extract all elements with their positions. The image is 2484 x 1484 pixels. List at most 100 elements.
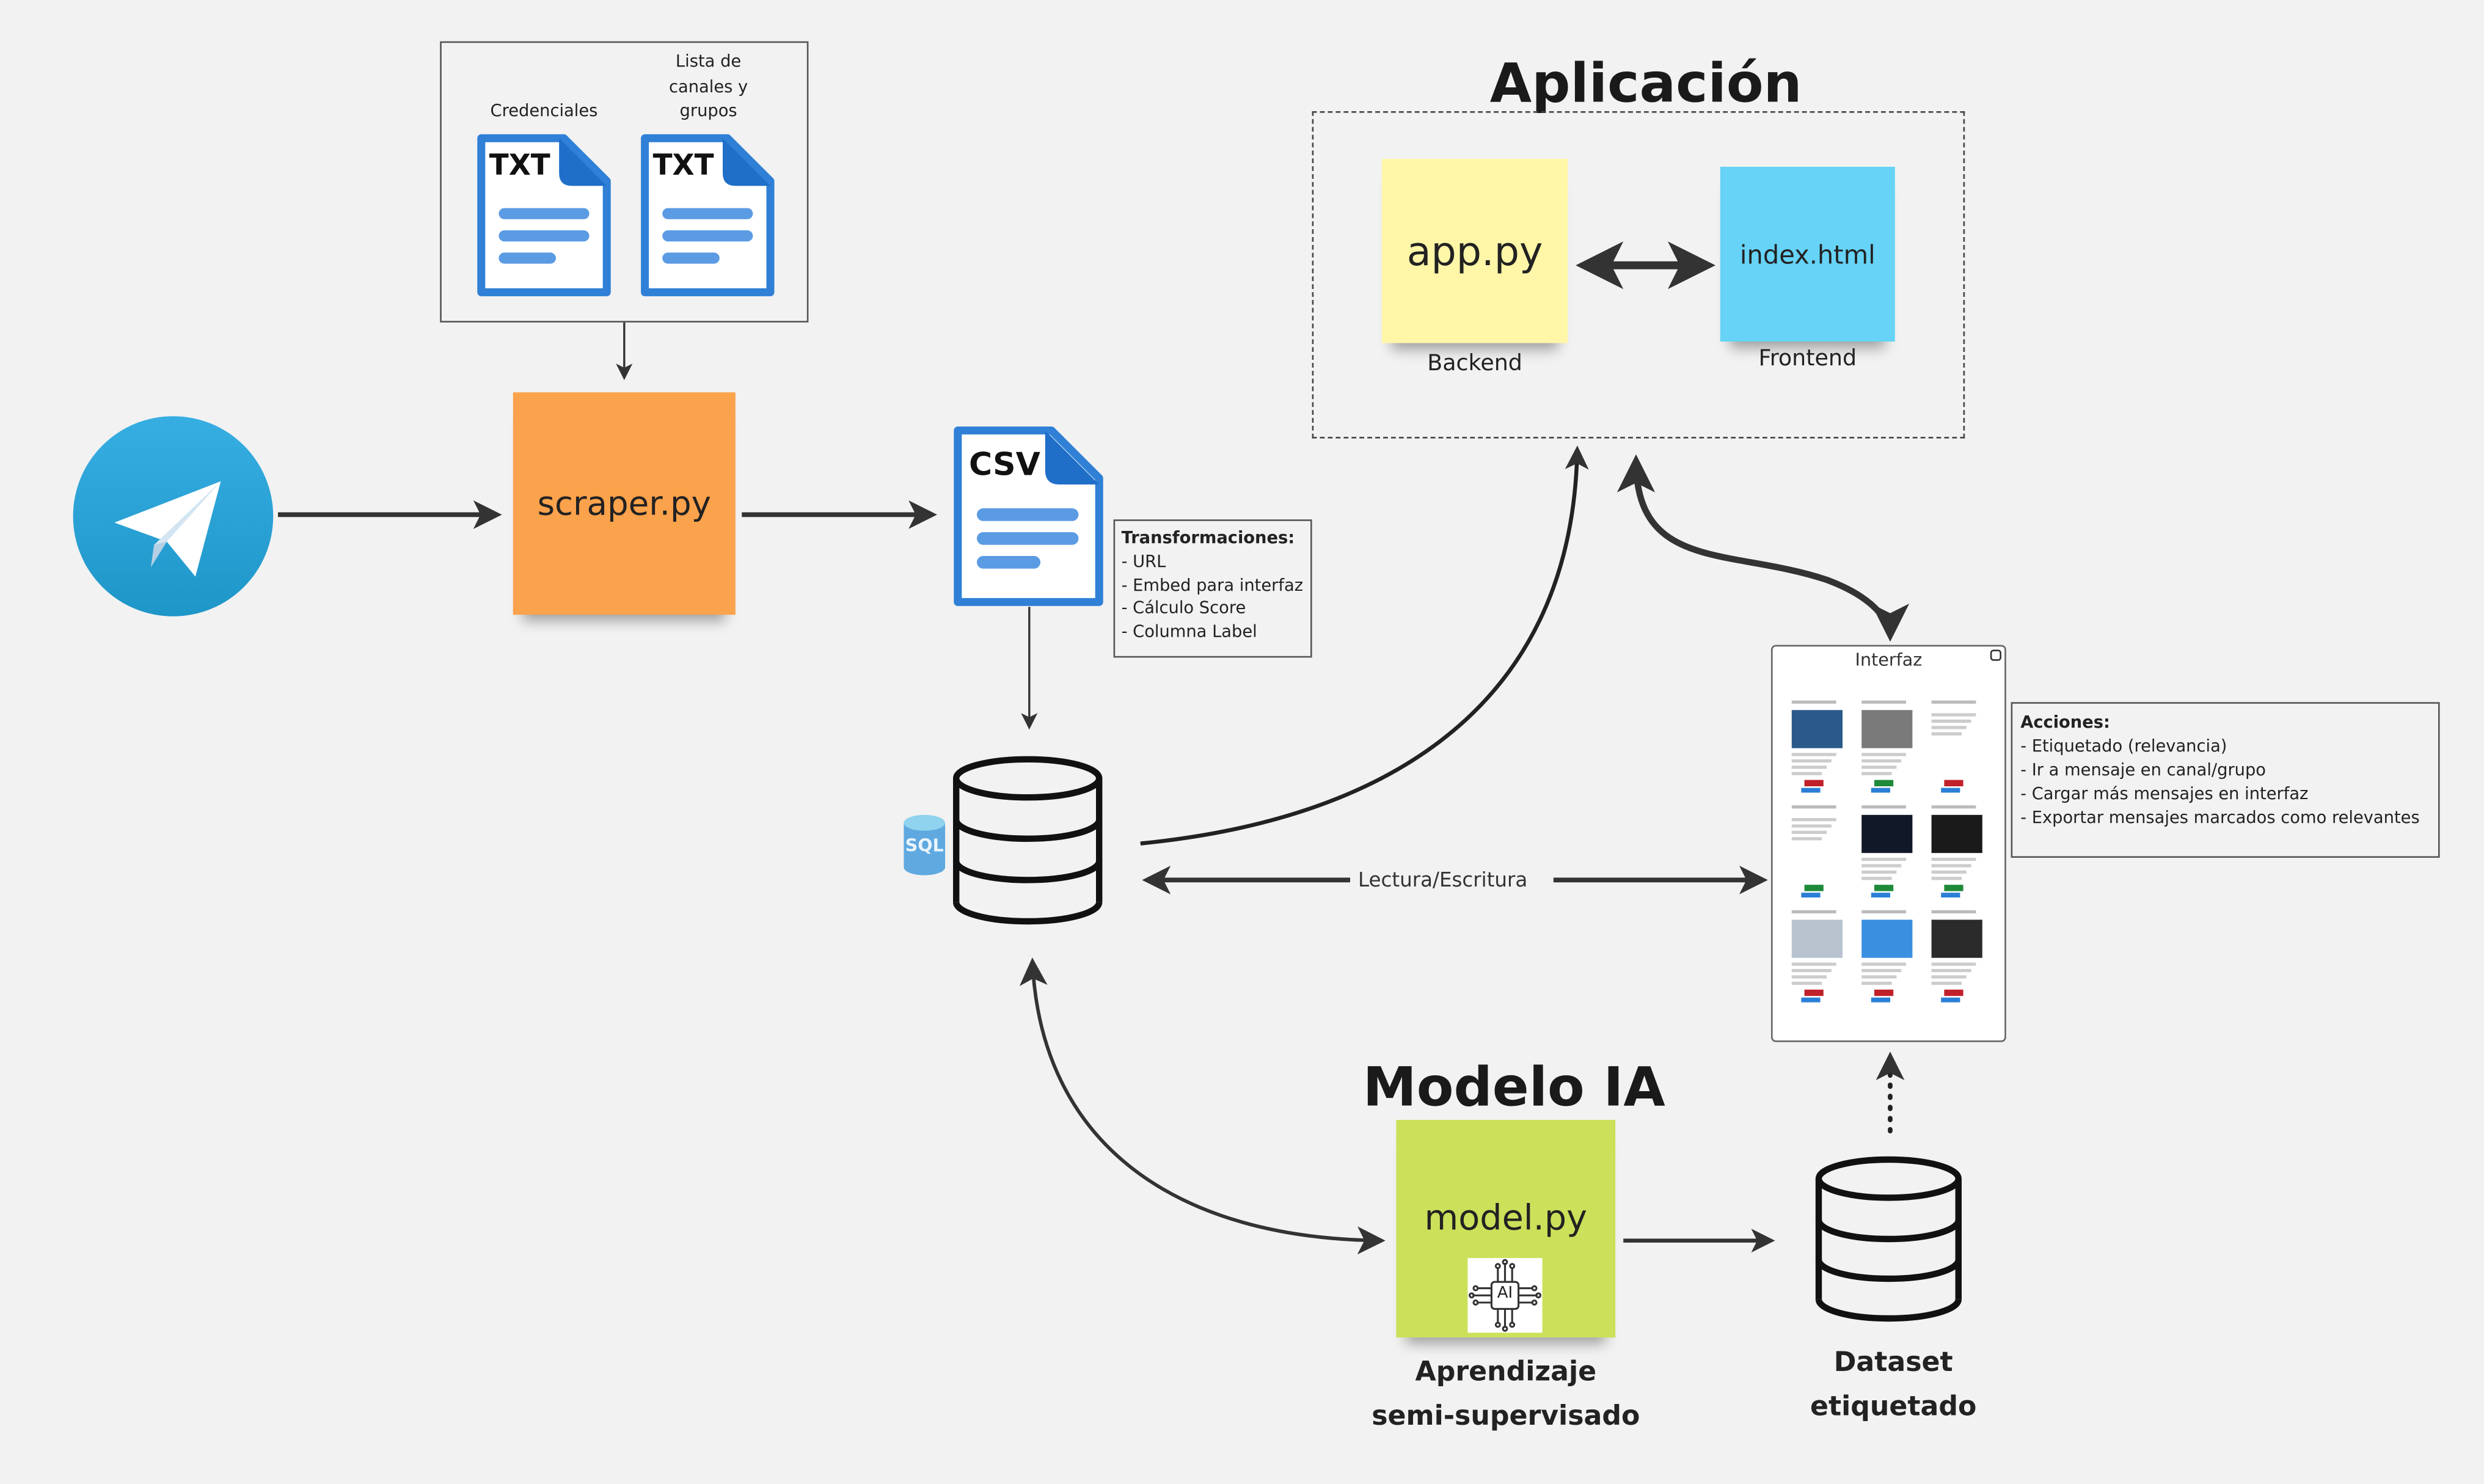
thumbnail-open-button xyxy=(1801,997,1821,1003)
thumbnail-open-button xyxy=(1801,893,1821,897)
application-title: Aplicación xyxy=(1489,52,1802,116)
thumbnail-text-line xyxy=(1861,766,1897,769)
thumbnail-text-line xyxy=(1861,962,1906,965)
scraper-sticky[interactable]: scraper.py xyxy=(513,392,736,615)
expand-icon xyxy=(1990,649,2001,661)
thumbnail-text-line xyxy=(1931,732,1962,735)
action-item: - Cargar más mensajes en interfaz xyxy=(2020,784,2309,804)
thumbnail-open-button xyxy=(1941,997,1960,1003)
thumbnail-text-line xyxy=(1791,830,1827,833)
interface-thumbnail-card xyxy=(1928,700,1989,796)
caption-line: canales y xyxy=(668,77,748,97)
model-caption: Aprendizaje semi-supervisado xyxy=(1347,1350,1665,1439)
model-label: model.py xyxy=(1424,1199,1588,1239)
thumbnail-text-line xyxy=(1931,719,1971,722)
transformation-item: - Columna Label xyxy=(1121,623,1257,642)
read-write-label: Lectura/Escritura xyxy=(1358,867,1528,891)
transformation-item: - Cálculo Score xyxy=(1121,599,1246,619)
interface-thumbnail-card xyxy=(1928,805,1989,901)
txt-file-icon: TXT xyxy=(477,133,612,297)
thumbnail-text-line xyxy=(1931,969,1971,971)
sql-badge-icon: SQL xyxy=(900,813,948,877)
thumbnail-text-line xyxy=(1791,759,1832,762)
model-title: Modelo IA xyxy=(1362,1056,1665,1120)
sql-badge-label: SQL xyxy=(905,835,944,857)
caption-line: Aprendizaje xyxy=(1415,1356,1597,1389)
thumbnail-text-line xyxy=(1861,864,1902,867)
thumbnail-text-line xyxy=(1861,975,1897,978)
thumbnail-text-line xyxy=(1791,975,1827,978)
interface-thumbnail-card xyxy=(1858,910,1919,1006)
thumbnail-header xyxy=(1861,805,1906,809)
sql-database-icon xyxy=(950,753,1106,930)
thumbnail-text-line xyxy=(1931,726,1967,729)
thumbnail-label-button xyxy=(1804,885,1824,891)
thumbnail-label-button xyxy=(1874,989,1894,996)
action-item: - Exportar mensajes marcados como releva… xyxy=(2020,808,2420,828)
thumbnail-open-button xyxy=(1871,997,1890,1003)
thumbnail-text-line xyxy=(1931,981,1962,984)
thumbnail-image xyxy=(1931,814,1982,853)
telegram-icon xyxy=(71,415,275,618)
arrow-app-interfaz xyxy=(1616,454,1910,642)
arrow-database-model xyxy=(1019,957,1386,1255)
thumbnail-text-line xyxy=(1931,962,1976,965)
transformation-item: - URL xyxy=(1121,552,1166,572)
thumbnail-label-button xyxy=(1804,780,1824,786)
model-sticky[interactable]: model.py AI xyxy=(1396,1119,1616,1338)
thumbnail-text-line xyxy=(1931,975,1967,978)
thumbnail-text-line xyxy=(1931,864,1971,867)
thumbnail-label-button xyxy=(1804,989,1824,996)
thumbnail-header xyxy=(1931,805,1976,809)
caption-line: grupos xyxy=(679,101,737,121)
backend-sticky[interactable]: app.py xyxy=(1382,159,1568,343)
actions-note: Acciones: - Etiquetado (relevancia) - Ir… xyxy=(2011,702,2440,858)
transformations-title: Transformaciones: xyxy=(1121,528,1295,548)
arrow-database-to-app xyxy=(1140,445,1589,846)
thumbnail-header xyxy=(1791,910,1836,913)
thumbnail-open-button xyxy=(1871,788,1890,793)
thumbnail-text-line xyxy=(1861,877,1892,880)
interface-thumbnail-card xyxy=(1789,805,1849,901)
thumbnail-text-line xyxy=(1791,981,1822,984)
action-item: - Ir a mensaje en canal/grupo xyxy=(2020,761,2267,780)
thumbnail-text-line xyxy=(1861,969,1902,971)
thumbnail-header xyxy=(1931,700,1976,704)
thumbnail-header xyxy=(1861,700,1906,704)
ai-badge-label: AI xyxy=(1497,1285,1513,1303)
thumbnail-text-line xyxy=(1791,818,1836,821)
interface-thumbnail-card xyxy=(1858,700,1919,796)
txt-file-icon: TXT xyxy=(640,133,775,297)
caption-line: semi-supervisado xyxy=(1372,1401,1640,1433)
thumbnail-text-line xyxy=(1931,713,1976,716)
thumbnail-image xyxy=(1861,710,1913,748)
thumbnail-text-line xyxy=(1791,766,1827,769)
inputs-box xyxy=(440,41,809,323)
thumbnail-text-line xyxy=(1861,981,1892,984)
thumbnail-image xyxy=(1861,919,1913,958)
dataset-database-icon xyxy=(1813,1153,1965,1328)
thumbnail-label-button xyxy=(1944,780,1963,786)
backend-caption: Backend xyxy=(1427,351,1522,377)
frontend-sticky[interactable]: index.html xyxy=(1720,167,1895,342)
thumbnail-text-line xyxy=(1931,870,1967,873)
ai-chip-icon: AI xyxy=(1467,1258,1543,1333)
interface-thumbnail-grid xyxy=(1789,681,1995,1039)
thumbnail-text-line xyxy=(1861,870,1897,873)
interface-thumbnail-card xyxy=(1928,910,1989,1006)
interface-title: Interfaz xyxy=(1855,649,1923,671)
thumbnail-open-button xyxy=(1801,788,1821,793)
thumbnail-label-button xyxy=(1944,885,1963,891)
thumbnail-header xyxy=(1791,805,1836,809)
transformation-item: - Embed para interfaz xyxy=(1121,576,1304,595)
thumbnail-image xyxy=(1791,919,1843,958)
thumbnail-header xyxy=(1861,910,1906,913)
caption-line: Dataset xyxy=(1833,1347,1953,1379)
application-group xyxy=(1312,111,1965,439)
interface-thumbnail-card xyxy=(1789,700,1849,796)
thumbnail-text-line xyxy=(1861,759,1902,762)
file-type-label: TXT xyxy=(489,149,550,183)
frontend-caption: Frontend xyxy=(1758,346,1857,372)
csv-file-icon: CSV xyxy=(953,426,1104,607)
thumbnail-open-button xyxy=(1871,893,1890,897)
